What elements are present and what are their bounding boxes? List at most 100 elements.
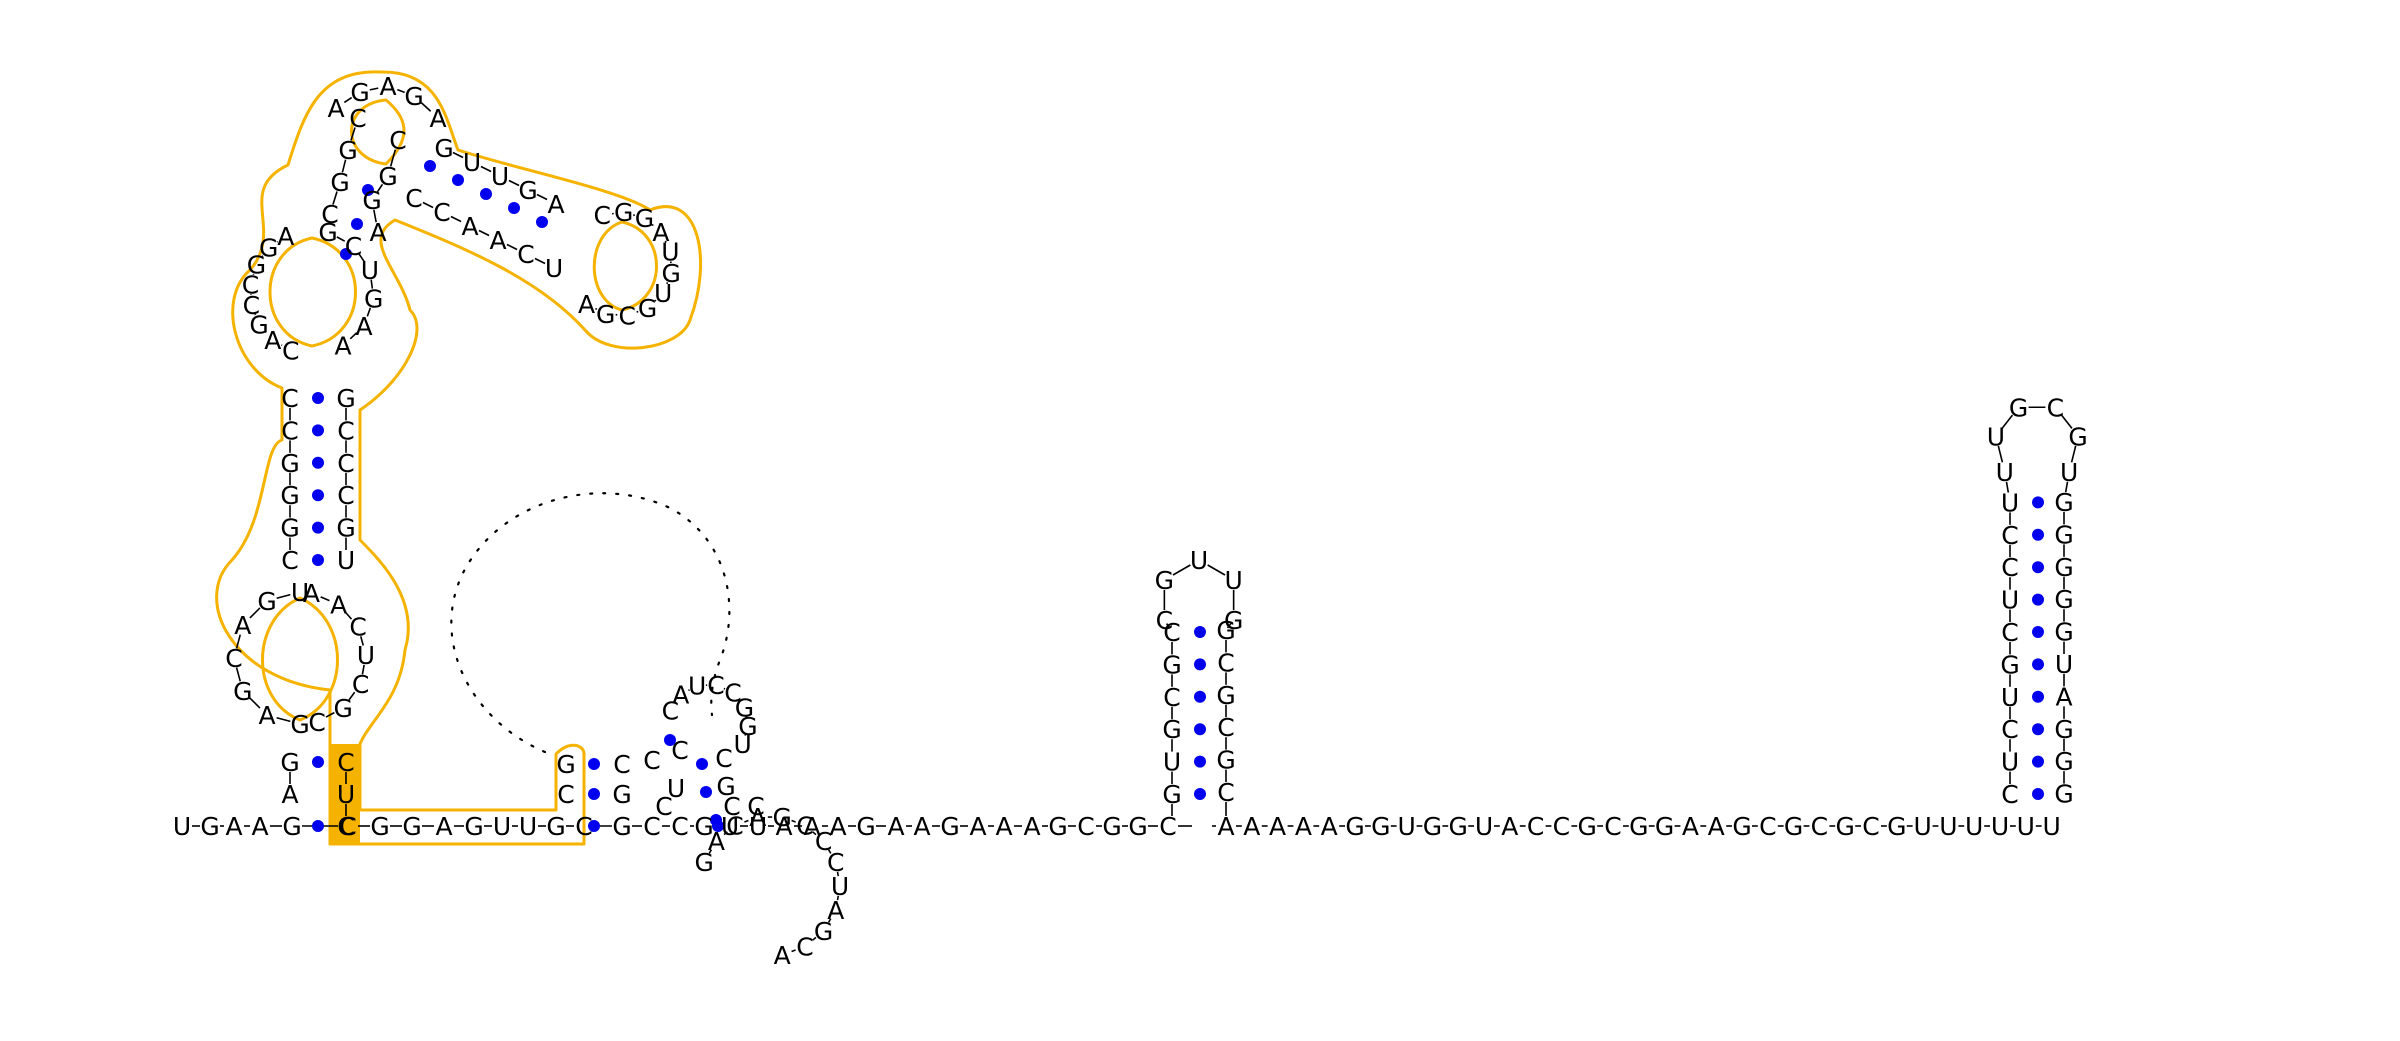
backbone-segment bbox=[674, 701, 677, 704]
base-pair-dot bbox=[1194, 788, 1206, 800]
left-domain-arm-loop-nt: G bbox=[635, 204, 654, 233]
left-domain-stem-nt: C bbox=[389, 126, 406, 155]
junction-nt: G bbox=[716, 772, 735, 801]
backbone-segment bbox=[2005, 481, 2010, 493]
highlight-region bbox=[215, 70, 702, 846]
main-strand-nt: U bbox=[1939, 812, 1957, 841]
hairpin2-stem-nt: U bbox=[2001, 748, 2019, 777]
hairpin1-stem-nt: C bbox=[1163, 683, 1180, 712]
main-strand-nt: C bbox=[1077, 812, 1094, 841]
base-pair-dot bbox=[362, 184, 374, 196]
backbone-segment bbox=[708, 849, 713, 854]
main-strand-nt: C bbox=[1527, 812, 1544, 841]
base-pair-dot bbox=[312, 521, 324, 534]
junction-loop-nt: A bbox=[774, 941, 791, 970]
junction-loop-nt: A bbox=[708, 827, 725, 856]
backbone-segment bbox=[478, 229, 490, 237]
left-domain-nt: G bbox=[280, 748, 299, 777]
backbone-segment bbox=[450, 215, 462, 223]
backbone-segment bbox=[350, 127, 356, 141]
left-domain-stem-nt: G bbox=[280, 514, 299, 543]
backbone-segment bbox=[2001, 414, 2014, 429]
left-domain-stem-nt: C bbox=[337, 416, 354, 445]
backbone-segment bbox=[1172, 564, 1191, 576]
hairpin1-loop-nt: G bbox=[1224, 606, 1243, 635]
main-strand-nt: A bbox=[1295, 812, 1312, 841]
hairpin2-stem-nt: G bbox=[2054, 585, 2073, 614]
backbone-segment bbox=[812, 831, 817, 836]
left-domain-loop-nt: G bbox=[404, 82, 423, 111]
junction-loop-nt: A bbox=[749, 803, 766, 832]
left-domain-stem-nt: G bbox=[338, 136, 357, 165]
left-domain-loop-nt: G bbox=[333, 694, 352, 723]
backbone-segment bbox=[595, 307, 598, 310]
main-strand-nt: A bbox=[995, 812, 1012, 841]
left-domain-loop-nt: G bbox=[233, 677, 252, 706]
hairpin1-stem-nt: C bbox=[1163, 618, 1180, 647]
hairpin2-stem-nt: G bbox=[2054, 780, 2073, 809]
left-domain-nt: A bbox=[281, 780, 298, 809]
left-domain-stem-nt: G bbox=[280, 481, 299, 510]
main-strand-nt: G bbox=[1102, 812, 1121, 841]
base-pair-dot bbox=[312, 424, 324, 437]
main-strand-nt: G bbox=[612, 812, 631, 841]
main-strand-nt: U bbox=[749, 812, 767, 841]
highlight-inner-loop-2 bbox=[268, 236, 357, 348]
main-strand-nt: U bbox=[1913, 812, 1931, 841]
main-strand-nt: U bbox=[2017, 812, 2035, 841]
highlight-inner-loop-1 bbox=[261, 596, 339, 722]
backbone-segment bbox=[422, 201, 434, 209]
main-strand-nt: G bbox=[1423, 812, 1442, 841]
hairpin2-stem-nt: G bbox=[2054, 747, 2073, 776]
main-strand-nt: G bbox=[546, 812, 565, 841]
left-domain-loop-nt: G bbox=[247, 250, 266, 279]
main-strand-nt: G bbox=[1345, 812, 1364, 841]
backbone-segment bbox=[534, 257, 546, 265]
junction-loop-nt: C bbox=[662, 696, 679, 725]
main-strand-nt: U bbox=[1475, 812, 1493, 841]
main-strand-nt: A bbox=[435, 812, 452, 841]
backbone-segment bbox=[361, 664, 365, 675]
left-domain-loop-nt: C bbox=[242, 270, 259, 299]
base-pair-dot bbox=[2032, 593, 2044, 606]
base-pair-dot bbox=[1194, 626, 1206, 638]
left-domain-stem-nt: C bbox=[281, 416, 298, 445]
main-strand-nt: G bbox=[282, 812, 301, 841]
base-pair-dot bbox=[424, 160, 436, 172]
left-domain-loop-nt: A bbox=[277, 222, 294, 251]
hairpin2-loop-nt: U bbox=[1996, 458, 2014, 487]
base-pair-dot bbox=[2032, 788, 2044, 800]
backbone-segment bbox=[827, 918, 832, 923]
left-domain-arm-loop-nt: U bbox=[654, 279, 672, 308]
main-strand-nt: A bbox=[1243, 812, 1260, 841]
backbone-segment bbox=[480, 165, 492, 173]
backbone-segment bbox=[744, 819, 749, 823]
backbone-segment bbox=[536, 193, 548, 201]
pseudoknot-connector bbox=[450, 492, 731, 754]
backbone-segment bbox=[791, 819, 796, 823]
left-domain-loop-nt: A bbox=[330, 590, 347, 619]
left-domain-loop-nt: A bbox=[379, 72, 396, 101]
base-pair-dot bbox=[1194, 723, 1206, 736]
left-domain-arm-loop-nt: G bbox=[596, 300, 615, 329]
main-strand-nt: G bbox=[1655, 812, 1674, 841]
left-domain-stem-nt: C bbox=[281, 384, 298, 413]
hairpin2-stem-nt: U bbox=[2001, 586, 2019, 615]
base-pair-dot bbox=[588, 788, 600, 800]
left-domain-loop-nt: C bbox=[308, 708, 325, 737]
base-pair-dot bbox=[2032, 690, 2044, 703]
base-pair-dots bbox=[312, 160, 2044, 832]
backbone-segment bbox=[723, 687, 726, 690]
left-domain-arm-loop-nt: A bbox=[578, 290, 595, 319]
main-strand-nt: U bbox=[2042, 812, 2060, 841]
highlight-outline bbox=[215, 70, 702, 846]
hairpin1-stem-nt: G bbox=[1216, 616, 1235, 645]
junction-loop-nt: C bbox=[724, 679, 741, 708]
main-strand-nt: C bbox=[575, 812, 592, 841]
hairpin2-stem-nt: G bbox=[2000, 650, 2019, 679]
left-domain-arm-nt: U bbox=[463, 148, 481, 177]
base-pair-dot bbox=[1194, 755, 1206, 768]
hairpin2-stem-nt: G bbox=[2054, 520, 2073, 549]
backbone-segment bbox=[636, 310, 639, 313]
